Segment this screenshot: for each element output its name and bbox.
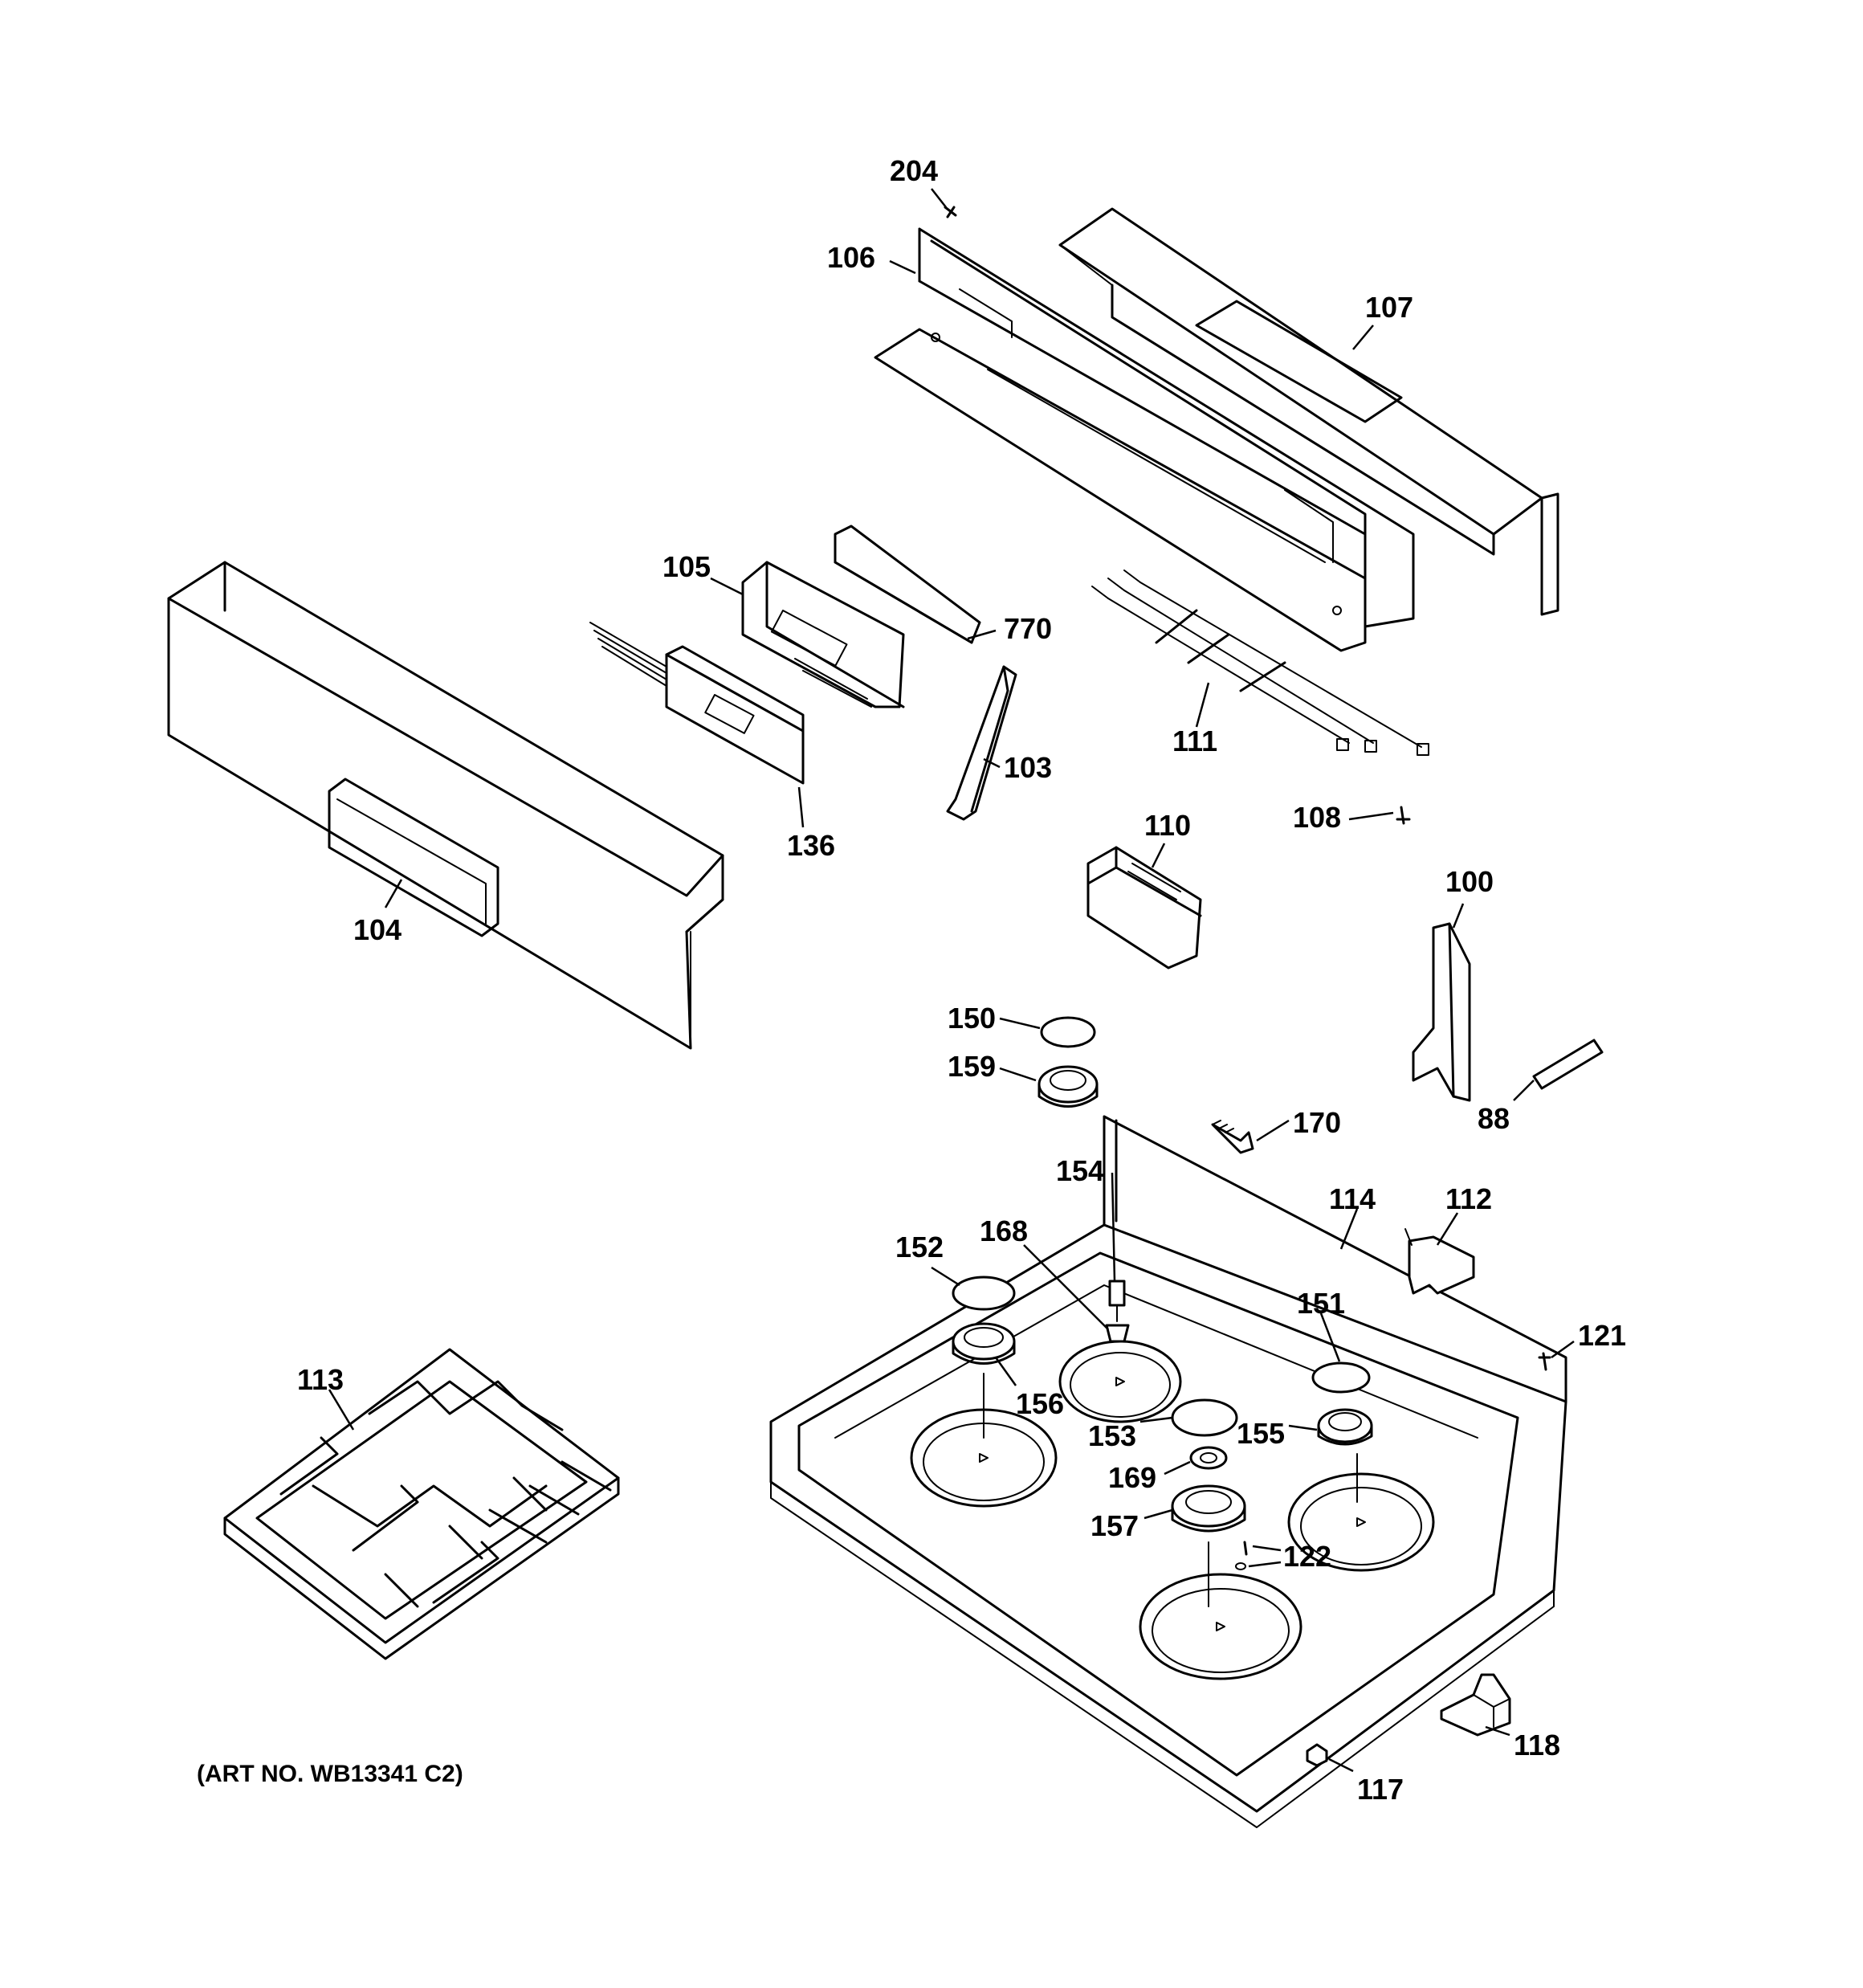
- part-151-burner-cap: [1311, 1361, 1371, 1394]
- callout-108: 108: [1293, 801, 1341, 834]
- part-104-control-panel: [167, 561, 724, 1050]
- callout-770: 770: [1004, 612, 1052, 645]
- callout-154: 154: [1056, 1154, 1104, 1187]
- callout-106: 106: [827, 241, 875, 274]
- part-108-screw: [1396, 806, 1411, 825]
- cooktop-burner-recesses: [910, 1340, 1435, 1680]
- part-169-ring: [1189, 1446, 1228, 1470]
- part-156-burner-head: [952, 1322, 1016, 1439]
- callout-labels: 204 106 107 105 770 111 103 136 108 110 …: [297, 154, 1626, 1806]
- part-118-clip: [1440, 1673, 1511, 1737]
- art-number: (ART NO. WB13341 C2): [197, 1761, 463, 1787]
- part-136-overlay: [589, 622, 805, 785]
- callout-117: 117: [1357, 1773, 1404, 1806]
- callout-104: 104: [353, 913, 402, 946]
- callout-155: 155: [1237, 1417, 1285, 1450]
- part-106-rear-panel: [874, 227, 1415, 652]
- part-100-side-trim: [1412, 922, 1471, 1102]
- callout-153: 153: [1088, 1419, 1136, 1452]
- callout-157: 157: [1090, 1509, 1139, 1542]
- part-111-wire-harness: [1091, 569, 1429, 756]
- callout-136: 136: [787, 829, 835, 862]
- part-157-burner-head: [1171, 1484, 1246, 1607]
- callout-112: 112: [1445, 1182, 1492, 1215]
- part-110-module: [1086, 846, 1202, 970]
- callout-100: 100: [1445, 865, 1494, 898]
- leader-lines: [328, 188, 1575, 1773]
- callout-110: 110: [1144, 809, 1191, 842]
- callout-168: 168: [980, 1214, 1028, 1247]
- part-107-top-shield: [1058, 207, 1559, 616]
- part-159-burner-head: [1037, 1065, 1099, 1108]
- callout-107: 107: [1365, 291, 1413, 324]
- part-770-bracket: [834, 525, 981, 644]
- part-117-nut: [1306, 1743, 1328, 1767]
- part-204-screw: [944, 206, 957, 218]
- callout-113: 113: [297, 1363, 344, 1396]
- callout-152: 152: [895, 1231, 944, 1263]
- part-153-burner-cap: [1171, 1398, 1238, 1437]
- callout-118: 118: [1514, 1729, 1560, 1761]
- part-155-burner-head: [1317, 1408, 1373, 1503]
- callout-105: 105: [662, 550, 711, 583]
- part-105-control-board: [741, 561, 905, 708]
- part-121-screw: [1538, 1352, 1551, 1371]
- part-152-burner-cap: [952, 1276, 1016, 1311]
- callout-204: 204: [890, 154, 938, 187]
- callout-156: 156: [1016, 1387, 1064, 1420]
- part-113-grate: [223, 1348, 620, 1660]
- callout-121: 121: [1578, 1319, 1626, 1352]
- part-168-orifice: [1105, 1324, 1130, 1343]
- callout-111: 111: [1172, 725, 1217, 757]
- part-88-tab: [1532, 1039, 1604, 1090]
- callout-114: 114: [1329, 1182, 1376, 1215]
- callout-88: 88: [1478, 1102, 1510, 1135]
- part-154-electrode: [1108, 1280, 1126, 1322]
- callout-122: 122: [1283, 1540, 1331, 1573]
- callout-159: 159: [948, 1050, 996, 1083]
- callout-151: 151: [1297, 1287, 1345, 1320]
- callout-170: 170: [1293, 1106, 1341, 1139]
- part-122-screws: [1235, 1541, 1248, 1570]
- callout-169: 169: [1108, 1461, 1156, 1494]
- part-103-side-bracket: [946, 665, 1017, 821]
- callout-150: 150: [948, 1002, 996, 1035]
- callout-103: 103: [1004, 751, 1052, 784]
- part-150-burner-cap: [1040, 1016, 1096, 1048]
- part-112-bracket: [1404, 1228, 1475, 1295]
- part-170-screw: [1211, 1120, 1254, 1154]
